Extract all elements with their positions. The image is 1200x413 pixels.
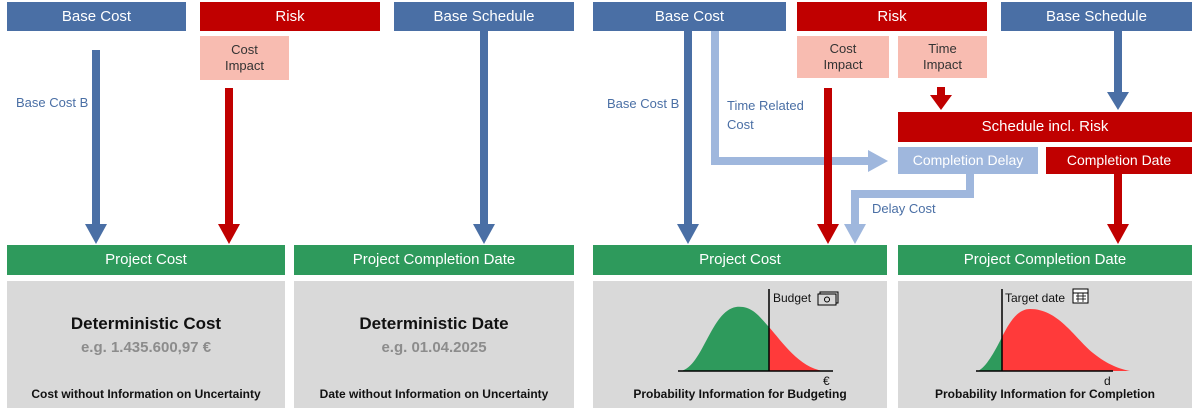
target-date-label: Target date	[1005, 291, 1065, 305]
probability-cost-panel: Budget € Probability Information for Bud…	[593, 281, 887, 408]
time-impact-box-right: Time Impact	[898, 36, 987, 78]
arrow-time-impact	[930, 87, 952, 110]
cost-distribution-below-budget	[681, 306, 769, 371]
deterministic-date-footer: Date without Information on Uncertainty	[319, 387, 549, 401]
probability-completion-panel: Target date d Probability Information fo…	[898, 281, 1192, 408]
arrow-base-schedule-left	[473, 30, 495, 244]
completion-distribution-after-target	[1002, 309, 1130, 371]
arrow-base-cost-right	[677, 30, 699, 244]
schedule-incl-risk-box: Schedule incl. Risk	[898, 112, 1192, 142]
arrow-time-related-cost	[711, 30, 888, 172]
project-completion-date-box-left: Project Completion Date	[294, 245, 574, 275]
days-axis-label: d	[1104, 374, 1111, 388]
project-cost-box-right: Project Cost	[593, 245, 887, 275]
deterministic-cost-example: e.g. 1.435.600,97 €	[80, 339, 212, 356]
project-completion-date-box-right: Project Completion Date	[898, 245, 1192, 275]
cost-impact-box-right: Cost Impact	[797, 36, 889, 78]
risk-box-left: Risk	[200, 2, 380, 31]
deterministic-cost-title: Deterministic Cost	[70, 314, 222, 333]
base-cost-box-left: Base Cost	[7, 2, 186, 31]
base-schedule-box-right: Base Schedule	[1001, 2, 1192, 31]
delay-cost-label: Delay Cost	[872, 201, 936, 216]
deterministic-cost-footer: Cost without Information on Uncertainty	[31, 387, 261, 401]
cost-distribution-above-budget	[769, 327, 823, 371]
budget-label: Budget	[773, 291, 812, 305]
deterministic-date-title: Deterministic Date	[359, 314, 509, 333]
risk-box-right: Risk	[797, 2, 987, 31]
arrow-delay-cost	[844, 174, 974, 244]
probability-cost-footer: Probability Information for Budgeting	[633, 387, 847, 401]
arrow-cost-impact-right	[817, 88, 839, 244]
cash-icon	[817, 291, 839, 306]
base-schedule-box-left: Base Schedule	[394, 2, 574, 31]
probability-completion-footer: Probability Information for Completion	[935, 387, 1155, 401]
time-related-cost-label: Time Related Cost	[727, 98, 804, 132]
base-cost-b-label-right: Base Cost B	[607, 96, 680, 111]
arrow-base-schedule-right	[1107, 30, 1129, 110]
euro-axis-label: €	[823, 374, 830, 388]
base-cost-b-label-left: Base Cost B	[16, 95, 89, 110]
completion-distribution-before-target	[978, 337, 1002, 371]
arrow-base-cost-left	[85, 50, 107, 244]
arrow-cost-impact-left	[218, 88, 240, 244]
deterministic-date-example: e.g. 01.04.2025	[381, 339, 487, 356]
completion-distribution-chart: Target date d	[976, 288, 1130, 388]
project-cost-box-left: Project Cost	[7, 245, 285, 275]
arrow-completion-date	[1107, 174, 1129, 244]
cost-impact-box-left: Cost Impact	[200, 36, 289, 80]
deterministic-date-panel: Deterministic Date e.g. 01.04.2025 Date …	[294, 281, 574, 408]
deterministic-cost-panel: Deterministic Cost e.g. 1.435.600,97 € C…	[7, 281, 285, 408]
completion-date-box: Completion Date	[1046, 147, 1192, 174]
calendar-icon	[1072, 288, 1089, 304]
completion-delay-box: Completion Delay	[898, 147, 1038, 174]
base-cost-box-right: Base Cost	[593, 2, 786, 31]
cost-distribution-chart: Budget €	[678, 289, 839, 388]
